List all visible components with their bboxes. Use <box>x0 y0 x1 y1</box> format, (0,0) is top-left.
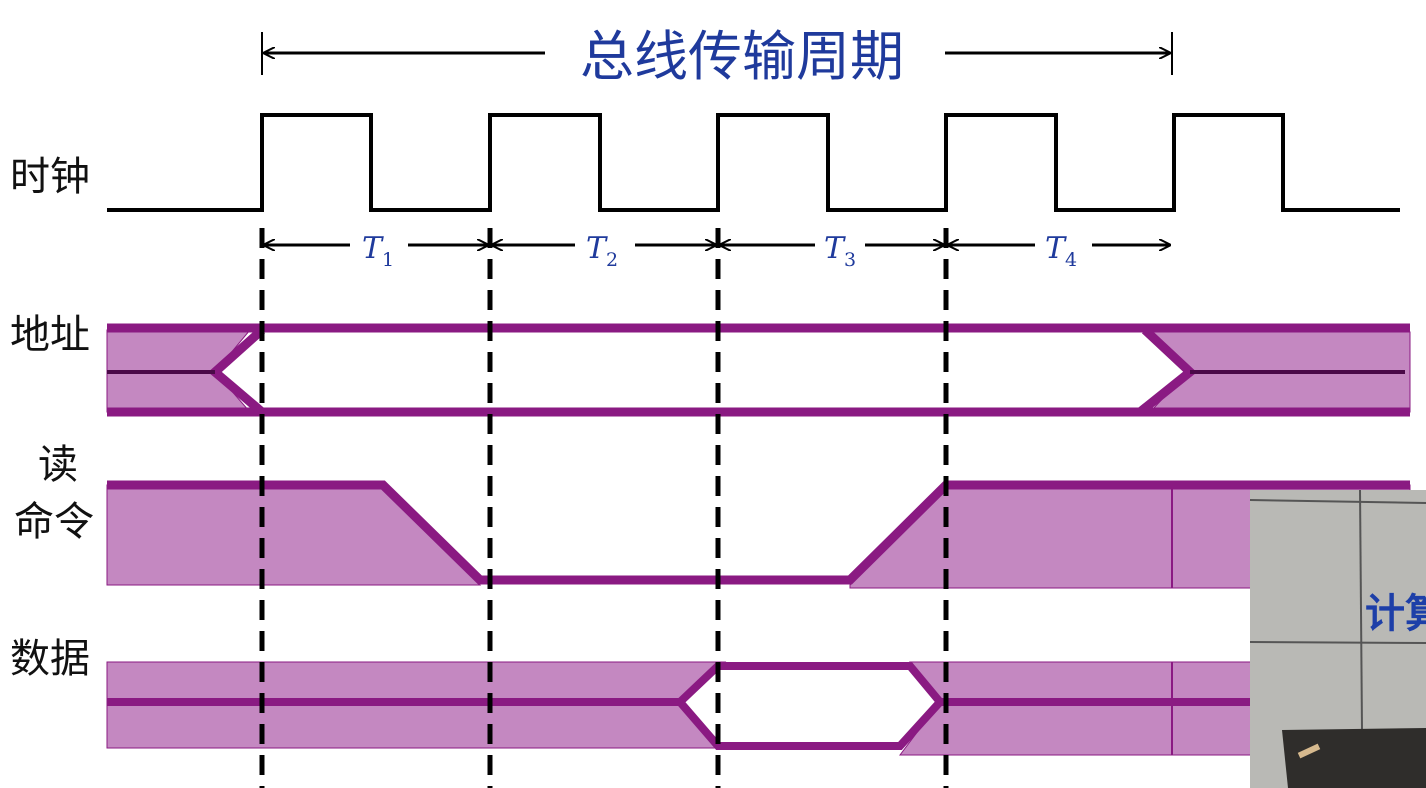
period-t3: T3 <box>824 231 856 271</box>
data-waveform <box>106 661 1411 756</box>
read-label-1: 读 <box>38 442 78 488</box>
diagram-title: 总线传输周期 <box>580 25 904 88</box>
read-label-2: 命令 <box>14 499 94 545</box>
read-command-waveform <box>106 480 1411 589</box>
clock-label: 时钟 <box>10 154 90 200</box>
data-label: 数据 <box>10 636 90 682</box>
period-boundaries <box>259 228 949 788</box>
presenter-video-inset: 计算 <box>1249 489 1426 788</box>
period-t1: T1 <box>362 231 394 271</box>
laptop-icon <box>1282 728 1426 788</box>
period-t4: T4 <box>1045 231 1077 271</box>
address-label: 地址 <box>10 312 90 358</box>
period-t2: T2 <box>586 231 618 271</box>
bus-cycle-span: 总线传输周期 <box>261 25 1173 88</box>
inset-sign-text: 计算 <box>1365 591 1426 637</box>
address-waveform <box>106 323 1411 417</box>
clock-waveform <box>107 113 1400 212</box>
period-arrows: T1 T2 T3 T4 <box>264 231 1170 271</box>
